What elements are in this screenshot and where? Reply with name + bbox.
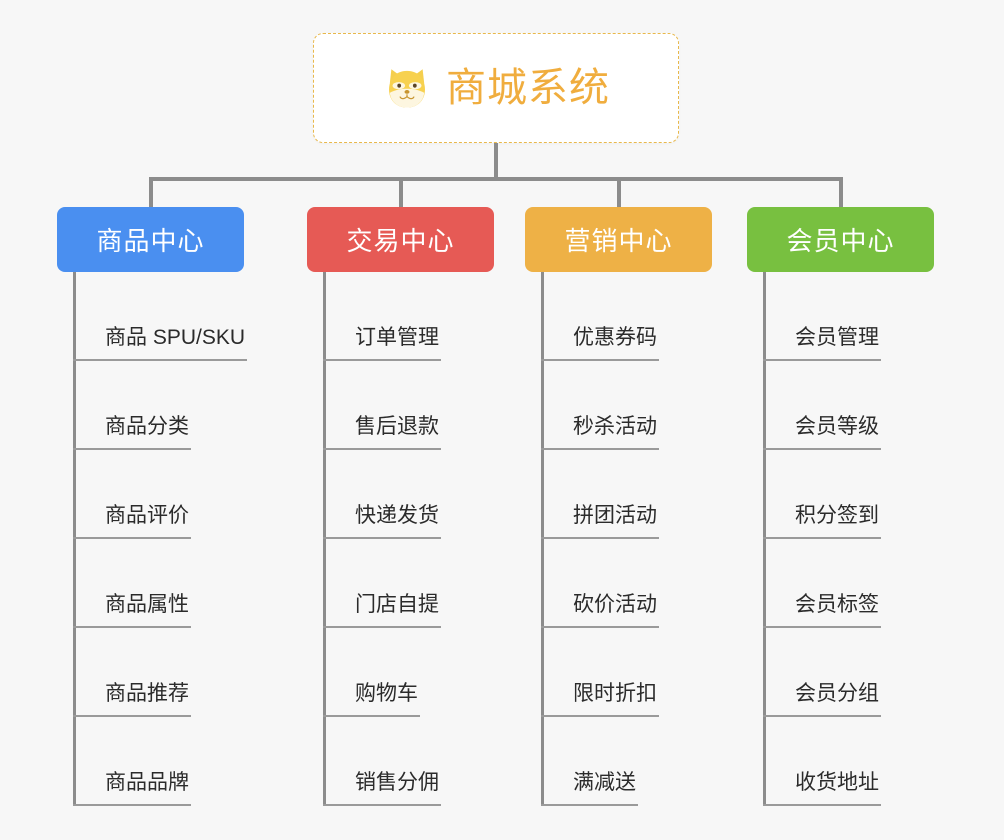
- list-item-label: 商品 SPU/SKU: [105, 325, 246, 349]
- branch-items-1: 商品 SPU/SKU 商品分类 商品评价 商品属性 商品推荐 商品品牌: [57, 272, 287, 806]
- root-node[interactable]: 商城系统: [313, 33, 679, 143]
- item-underline: [73, 537, 191, 539]
- list-item-label: 售后退款: [355, 414, 439, 438]
- list-item-label: 秒杀活动: [573, 414, 657, 438]
- list-item-label: 订单管理: [355, 325, 439, 349]
- list-item[interactable]: 积分签到: [763, 450, 977, 539]
- branch-items-3: 优惠券码 秒杀活动 拼团活动 砍价活动 限时折扣 满减送: [525, 272, 755, 806]
- connector-drop-4: [839, 177, 843, 209]
- list-item-label: 商品分类: [105, 414, 189, 438]
- connector-drop-3: [617, 177, 621, 209]
- item-underline: [763, 537, 881, 539]
- item-underline: [763, 804, 881, 806]
- list-item-label: 商品品牌: [105, 770, 189, 794]
- item-underline: [323, 359, 441, 361]
- branch-header-1[interactable]: 商品中心: [57, 207, 244, 272]
- list-item-label: 商品属性: [105, 592, 189, 616]
- list-item[interactable]: 限时折扣: [541, 628, 755, 717]
- list-item[interactable]: 满减送: [541, 717, 755, 806]
- list-item[interactable]: 销售分佣: [323, 717, 537, 806]
- item-underline: [323, 626, 441, 628]
- branch-header-4[interactable]: 会员中心: [747, 207, 934, 272]
- list-item[interactable]: 秒杀活动: [541, 361, 755, 450]
- connector-drop-1: [149, 177, 153, 209]
- item-underline: [323, 804, 441, 806]
- branch-column-1: 商品中心 商品 SPU/SKU 商品分类 商品评价 商品属性 商品推荐 商品品牌: [57, 207, 287, 806]
- list-item[interactable]: 商品品牌: [73, 717, 287, 806]
- list-item-label: 会员分组: [795, 681, 879, 705]
- list-item-label: 商品推荐: [105, 681, 189, 705]
- list-item-label: 满减送: [573, 770, 636, 794]
- list-item[interactable]: 商品 SPU/SKU: [73, 272, 287, 361]
- list-item[interactable]: 购物车: [323, 628, 537, 717]
- item-underline: [763, 448, 881, 450]
- item-underline: [323, 537, 441, 539]
- list-item[interactable]: 快递发货: [323, 450, 537, 539]
- list-item-label: 商品评价: [105, 503, 189, 527]
- list-item[interactable]: 商品属性: [73, 539, 287, 628]
- item-underline: [541, 715, 659, 717]
- connector-root-stem: [494, 143, 498, 180]
- list-item-label: 销售分佣: [355, 770, 439, 794]
- branch-items-4: 会员管理 会员等级 积分签到 会员标签 会员分组 收货地址: [747, 272, 977, 806]
- shiba-dog-face-icon: [382, 63, 432, 113]
- list-item[interactable]: 门店自提: [323, 539, 537, 628]
- list-item[interactable]: 会员标签: [763, 539, 977, 628]
- connector-drop-2: [399, 177, 403, 209]
- list-item-label: 收货地址: [795, 770, 879, 794]
- list-item[interactable]: 砍价活动: [541, 539, 755, 628]
- item-underline: [763, 715, 881, 717]
- list-item[interactable]: 会员分组: [763, 628, 977, 717]
- list-item-label: 会员等级: [795, 414, 879, 438]
- list-item-label: 限时折扣: [573, 681, 657, 705]
- item-underline: [763, 626, 881, 628]
- list-item[interactable]: 商品分类: [73, 361, 287, 450]
- branch-items-2: 订单管理 售后退款 快递发货 门店自提 购物车 销售分佣: [307, 272, 537, 806]
- list-item-label: 拼团活动: [573, 503, 657, 527]
- list-item[interactable]: 会员管理: [763, 272, 977, 361]
- branch-column-2: 交易中心 订单管理 售后退款 快递发货 门店自提 购物车 销售分佣: [307, 207, 537, 806]
- list-item[interactable]: 商品评价: [73, 450, 287, 539]
- item-underline: [73, 715, 191, 717]
- list-item-label: 优惠券码: [573, 325, 657, 349]
- list-item-label: 快递发货: [355, 503, 439, 527]
- branch-column-3: 营销中心 优惠券码 秒杀活动 拼团活动 砍价活动 限时折扣 满减送: [525, 207, 755, 806]
- list-item[interactable]: 收货地址: [763, 717, 977, 806]
- item-underline: [541, 359, 659, 361]
- item-underline: [73, 359, 247, 361]
- list-item-label: 积分签到: [795, 503, 879, 527]
- item-underline: [323, 715, 420, 717]
- item-underline: [541, 626, 659, 628]
- item-underline: [323, 448, 441, 450]
- list-item-label: 购物车: [355, 681, 418, 705]
- branch-column-4: 会员中心 会员管理 会员等级 积分签到 会员标签 会员分组 收货地址: [747, 207, 977, 806]
- branch-header-3[interactable]: 营销中心: [525, 207, 712, 272]
- item-underline: [541, 537, 659, 539]
- item-underline: [73, 804, 191, 806]
- list-item-label: 砍价活动: [573, 592, 657, 616]
- item-underline: [541, 804, 638, 806]
- list-item[interactable]: 订单管理: [323, 272, 537, 361]
- item-underline: [73, 448, 191, 450]
- root-title: 商城系统: [446, 66, 610, 110]
- list-item-label: 会员管理: [795, 325, 879, 349]
- item-underline: [73, 626, 191, 628]
- item-underline: [763, 359, 881, 361]
- list-item[interactable]: 拼团活动: [541, 450, 755, 539]
- list-item[interactable]: 商品推荐: [73, 628, 287, 717]
- list-item-label: 门店自提: [355, 592, 439, 616]
- list-item[interactable]: 优惠券码: [541, 272, 755, 361]
- list-item-label: 会员标签: [795, 592, 879, 616]
- list-item[interactable]: 售后退款: [323, 361, 537, 450]
- connector-horizontal-bus: [149, 177, 843, 181]
- list-item[interactable]: 会员等级: [763, 361, 977, 450]
- branch-header-2[interactable]: 交易中心: [307, 207, 494, 272]
- item-underline: [541, 448, 659, 450]
